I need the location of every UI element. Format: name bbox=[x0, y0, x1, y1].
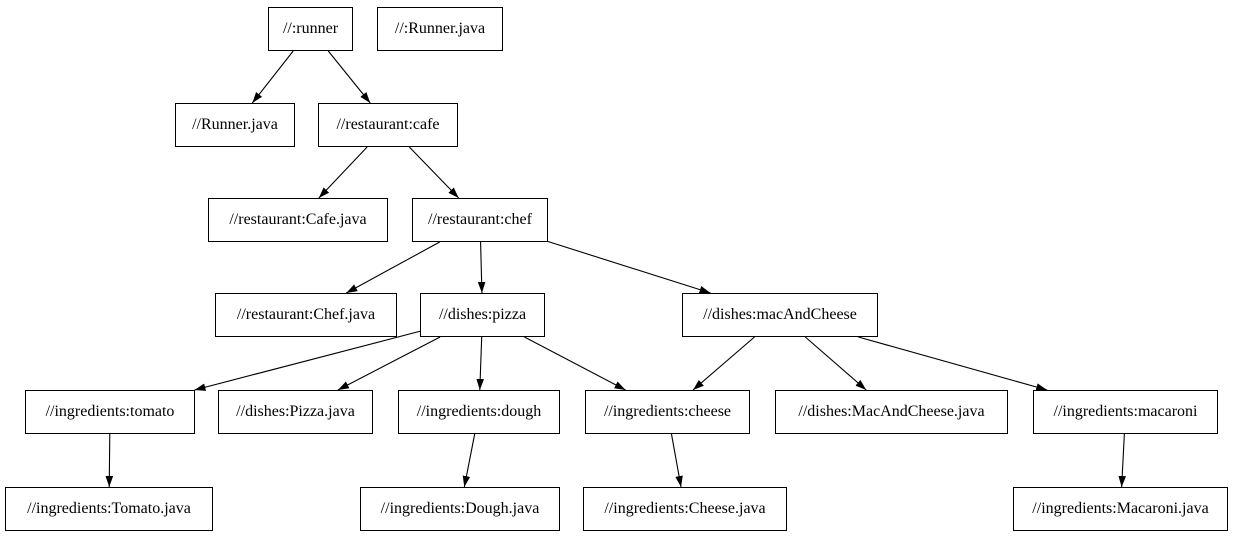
edge-chef-to-pizza bbox=[477, 241, 486, 294]
graph-node-cafe-java: //restaurant:Cafe.java bbox=[208, 198, 388, 242]
graph-node-mac-and-cheese: //dishes:macAndCheese bbox=[682, 293, 878, 337]
edge-mac-and-cheese-to-cheese bbox=[692, 336, 755, 391]
graph-node-chef-java: //restaurant:Chef.java bbox=[215, 293, 397, 337]
edge-cafe-to-cafe-java bbox=[318, 146, 368, 199]
edge-pizza-to-tomato bbox=[194, 330, 421, 391]
edge-pizza-to-pizza-java bbox=[337, 336, 441, 391]
graph-node-tomato: //ingredients:tomato bbox=[25, 390, 195, 434]
graph-node-cheese-java: //ingredients:Cheese.java bbox=[583, 487, 787, 531]
edge-cheese-to-cheese-java bbox=[670, 433, 683, 488]
graph-node-pizza: //dishes:pizza bbox=[420, 293, 545, 337]
edge-pizza-to-dough bbox=[476, 336, 484, 391]
graph-node-runner-java-lone: //:Runner.java bbox=[377, 7, 503, 51]
graph-node-runner-java: //Runner.java bbox=[175, 103, 295, 147]
graph-node-cheese: //ingredients:cheese bbox=[585, 390, 750, 434]
graph-node-macaroni-java: //ingredients:Macaroni.java bbox=[1013, 487, 1228, 531]
edge-pizza-to-cheese bbox=[524, 336, 626, 391]
graph-node-macaroni: //ingredients:macaroni bbox=[1033, 390, 1218, 434]
graph-node-tomato-java: //ingredients:Tomato.java bbox=[5, 487, 213, 531]
edge-macaroni-to-macaroni-java bbox=[1118, 433, 1126, 488]
graph-node-dough-java: //ingredients:Dough.java bbox=[360, 487, 560, 531]
edge-chef-to-chef-java bbox=[346, 241, 440, 294]
edge-mac-and-cheese-to-macaroni bbox=[858, 336, 1048, 391]
graph-node-dough: //ingredients:dough bbox=[398, 390, 560, 434]
edge-mac-and-cheese-to-mac-and-cheese-java bbox=[804, 336, 867, 391]
edge-dough-to-dough-java bbox=[462, 433, 476, 488]
graph-node-pizza-java: //dishes:Pizza.java bbox=[218, 390, 373, 434]
graph-node-runner: //:runner bbox=[268, 7, 353, 51]
graph-node-mac-and-cheese-java: //dishes:MacAndCheese.java bbox=[775, 390, 1008, 434]
graph-node-chef: //restaurant:chef bbox=[412, 198, 548, 242]
edge-cafe-to-chef bbox=[408, 146, 460, 199]
edge-chef-to-mac-and-cheese bbox=[547, 241, 711, 294]
edge-tomato-to-tomato-java bbox=[105, 433, 114, 488]
graph-node-cafe: //restaurant:cafe bbox=[318, 103, 458, 147]
edge-runner-to-cafe bbox=[327, 50, 371, 104]
edge-runner-to-runner-java bbox=[251, 50, 294, 104]
